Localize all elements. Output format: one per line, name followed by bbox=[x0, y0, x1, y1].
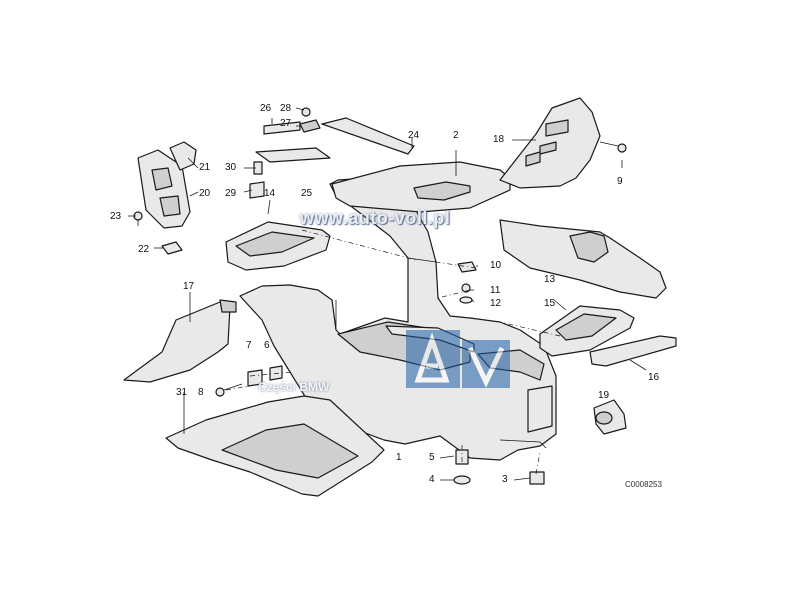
callout-3: 3 bbox=[502, 474, 508, 485]
callout-18: 18 bbox=[493, 134, 505, 145]
lower-trim-part bbox=[165, 395, 385, 497]
screws bbox=[215, 141, 627, 397]
callout-31: 31 bbox=[176, 387, 188, 398]
callout-27: 27 bbox=[280, 118, 292, 129]
side-panel-part bbox=[123, 299, 237, 383]
bracket-part bbox=[137, 141, 197, 229]
callout-11: 11 bbox=[490, 285, 501, 296]
callout-8: 8 bbox=[198, 387, 204, 398]
callout-22: 22 bbox=[138, 244, 150, 255]
callout-17: 17 bbox=[183, 281, 195, 292]
av-watermark-logo bbox=[406, 330, 510, 388]
watermark-url: www.auto-voll.pl bbox=[300, 208, 451, 228]
callout-5: 5 bbox=[429, 452, 435, 463]
callout-10: 10 bbox=[490, 260, 502, 271]
diagram-reference-code: C0008253 bbox=[625, 480, 662, 489]
callout-26: 26 bbox=[260, 103, 272, 114]
callout-9: 9 bbox=[617, 176, 623, 187]
callout-23: 23 bbox=[110, 211, 122, 222]
front-plate-part bbox=[499, 97, 601, 189]
watermark-brand: Części BMW bbox=[258, 380, 330, 394]
clips bbox=[457, 261, 477, 304]
upper-inserts bbox=[249, 107, 415, 199]
callout-25: 25 bbox=[301, 188, 313, 199]
callout-28: 28 bbox=[280, 103, 292, 114]
callout-1: 1 bbox=[396, 452, 402, 463]
sleeve-part bbox=[593, 399, 627, 435]
callout-12: 12 bbox=[490, 298, 502, 309]
callout-19: 19 bbox=[598, 390, 610, 401]
tray-part bbox=[225, 221, 331, 271]
trim-strip-part bbox=[589, 335, 677, 367]
callout-20: 20 bbox=[199, 188, 211, 199]
callout-14: 14 bbox=[264, 188, 276, 199]
console-lid-part bbox=[331, 161, 511, 213]
callout-21: 21 bbox=[199, 162, 211, 173]
callout-24: 24 bbox=[408, 130, 420, 141]
callout-16: 16 bbox=[648, 372, 660, 383]
callout-4: 4 bbox=[429, 474, 435, 485]
callout-13: 13 bbox=[544, 274, 556, 285]
assembly-lines bbox=[225, 229, 561, 475]
callout-30: 30 bbox=[225, 162, 237, 173]
leader-lines bbox=[128, 107, 647, 481]
callout-7: 7 bbox=[246, 340, 252, 351]
side-trim-part bbox=[499, 219, 667, 299]
callout-15: 15 bbox=[544, 298, 556, 309]
ashtray-insert-part bbox=[539, 305, 635, 357]
callout-6: 6 bbox=[264, 340, 270, 351]
callout-29: 29 bbox=[225, 188, 237, 199]
clips-6-7 bbox=[247, 365, 283, 387]
callout-2: 2 bbox=[453, 130, 459, 141]
